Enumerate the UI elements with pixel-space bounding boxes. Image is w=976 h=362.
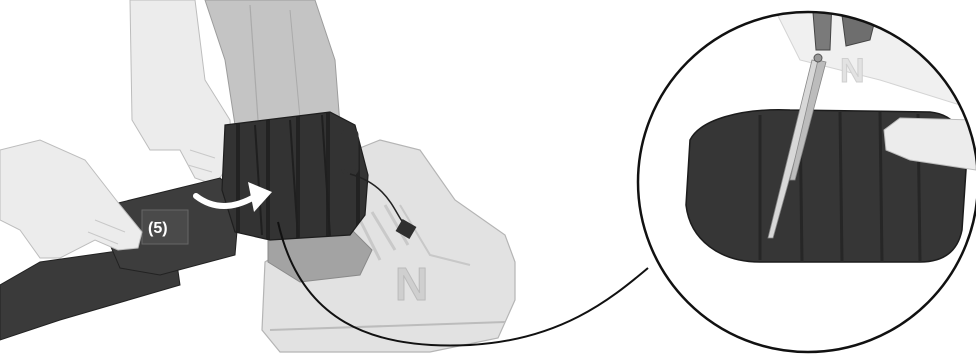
left-scene: N (5) — [0, 0, 515, 352]
step-label: (5) — [148, 220, 168, 237]
trouser-leg — [205, 0, 340, 130]
svg-text:N: N — [840, 52, 865, 90]
lower-hand — [0, 140, 142, 258]
svg-text:N: N — [395, 258, 428, 310]
detail-circle: N — [638, 0, 976, 352]
